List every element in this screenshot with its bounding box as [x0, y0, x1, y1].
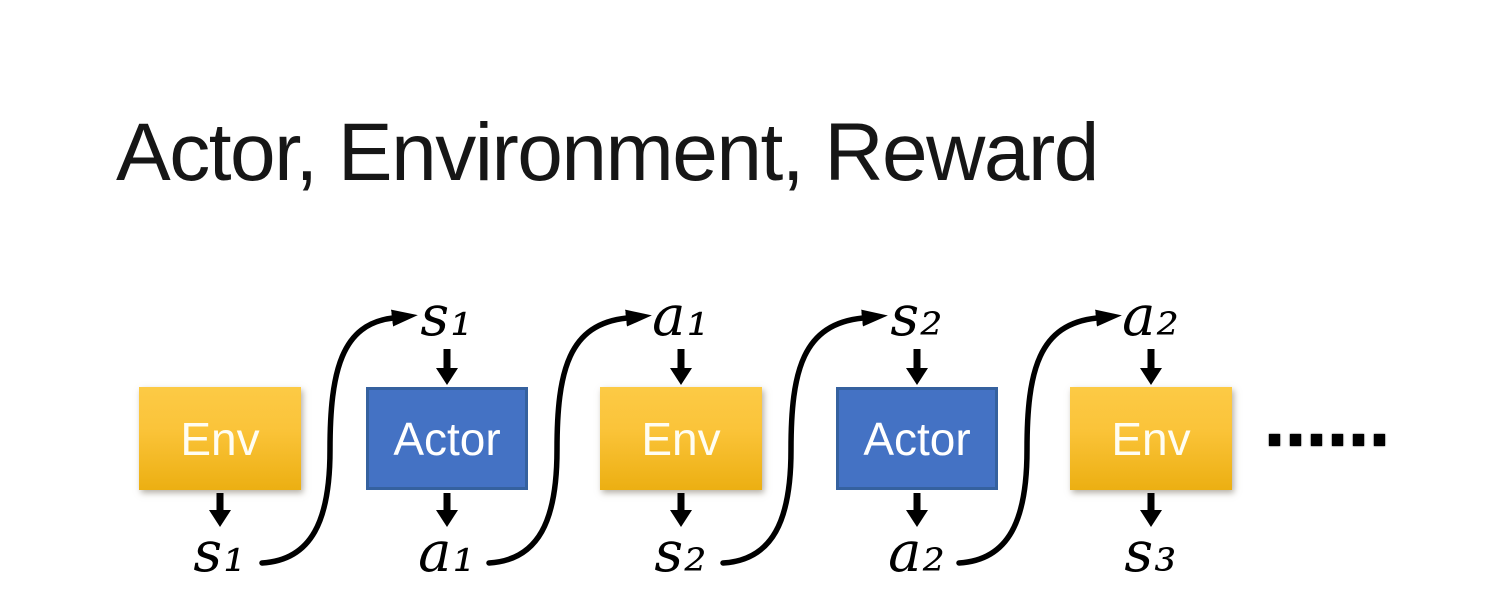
actor-box-1: Actor	[366, 387, 528, 490]
slide-title: Actor, Environment, Reward	[116, 107, 1099, 198]
input-arrows-group	[436, 349, 1162, 385]
bottom-label-s1: s₁	[193, 520, 247, 585]
actor-box-2: Actor	[836, 387, 998, 490]
top-label-s2: s₂	[890, 284, 944, 349]
bottom-label-a2: a₂	[888, 520, 946, 585]
env-box-2: Env	[600, 387, 762, 490]
env-box-1: Env	[139, 387, 301, 490]
env-box-3: Env	[1070, 387, 1232, 490]
top-label-s1: s₁	[420, 284, 474, 349]
bottom-label-s2: s₂	[654, 520, 708, 585]
continuation-ellipsis: ……	[1264, 388, 1390, 461]
bottom-label-s3: s₃	[1124, 520, 1178, 585]
bottom-label-a1: a₁	[418, 520, 476, 585]
output-arrows-group	[209, 493, 1162, 527]
top-label-a1: a₁	[652, 284, 710, 349]
top-label-a2: a₂	[1122, 284, 1180, 349]
